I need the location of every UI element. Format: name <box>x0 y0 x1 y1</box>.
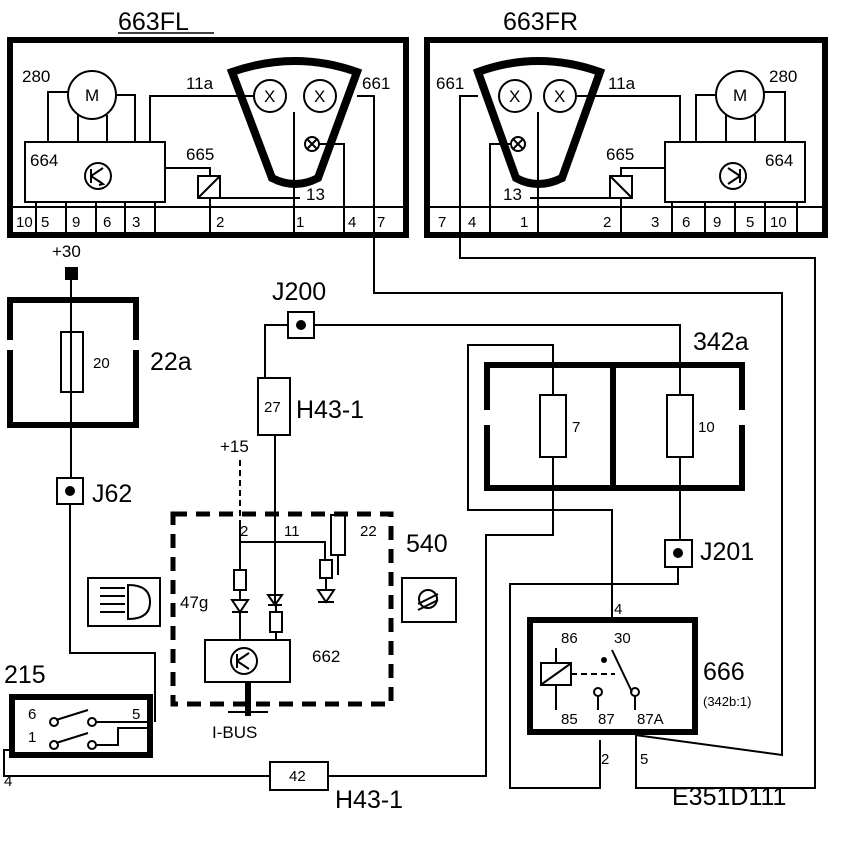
relay-666-pin-85: 85 <box>561 711 578 728</box>
transistor-icon-left <box>84 162 112 190</box>
diagram-code: E351D111 <box>672 783 786 811</box>
panel-pin-11: 11 <box>284 523 300 540</box>
pin-left-6: 6 <box>103 214 111 231</box>
relay-666: 4 86 30 85 87 87A 2 5 <box>527 601 698 768</box>
switch-215-label: 215 <box>4 661 46 689</box>
motor-label-left: M <box>85 86 99 105</box>
fuse-20-label: 20 <box>93 355 110 372</box>
pin-left-10: 10 <box>16 214 33 231</box>
connector-j62-label: J62 <box>92 480 132 508</box>
label-11a-left: 11a <box>186 74 214 93</box>
bulb-icon-right-1 <box>498 79 532 113</box>
relay-666-label: 666 <box>703 658 745 686</box>
panel-pin-2: 2 <box>240 523 248 540</box>
switch-215-pin-1: 1 <box>28 729 36 746</box>
bulb-icon-left-2 <box>303 79 337 113</box>
connector-h43-1-bottom-label: H43-1 <box>335 786 403 814</box>
fuse-7 <box>539 394 567 458</box>
fuse-7-label: 7 <box>572 419 580 436</box>
pin-right-2: 2 <box>603 214 611 231</box>
instrument-cluster: 2 11 22 47g 662 <box>170 511 394 716</box>
relay-666-pin-86: 86 <box>561 630 578 647</box>
fuse-10-label: 10 <box>698 419 715 436</box>
pin-left-1: 1 <box>296 214 304 231</box>
motor-label-right: M <box>733 86 747 105</box>
light-switch-540-label: 540 <box>406 530 448 558</box>
svg-text:X: X <box>314 87 325 106</box>
pin-right-10: 10 <box>770 214 787 231</box>
switch-215-pin-6: 6 <box>28 706 36 723</box>
pin-right-5: 5 <box>746 214 754 231</box>
plus30-label: +30 <box>52 242 81 261</box>
pin-right-9: 9 <box>713 214 721 231</box>
switch-215-pin-5: 5 <box>132 706 140 723</box>
svg-text:X: X <box>264 87 275 106</box>
relay-666-pin-87a: 87A <box>637 711 664 728</box>
pin-right-1: 1 <box>520 214 528 231</box>
fuse-box-22a: 20 <box>7 297 139 428</box>
label-664-left: 664 <box>30 151 58 170</box>
transistor-icon-cluster <box>230 647 258 675</box>
module-663fr-title: 663FR <box>503 8 578 36</box>
panel-label-662: 662 <box>312 647 340 666</box>
label-665-left: 665 <box>186 145 214 164</box>
relay-666-pin-5: 5 <box>640 751 648 768</box>
pin-right-6: 6 <box>682 214 690 231</box>
connector-h43-1-bottom-pin: 42 <box>289 768 306 785</box>
fuse-box-22a-label: 22a <box>150 348 192 376</box>
headlamp-module-right: 280 M 664 7 4 1 2 3 6 9 5 10 665 <box>424 37 828 238</box>
headlight-indicator-icon <box>87 577 161 627</box>
label-13-left: 13 <box>306 185 325 204</box>
label-661-right: 661 <box>436 74 464 93</box>
pin-right-3: 3 <box>651 214 659 231</box>
relay-box-342a: 7 10 <box>484 362 745 491</box>
connector-h43-1-top-label: H43-1 <box>296 396 364 424</box>
pin-left-3: 3 <box>132 214 140 231</box>
reflector-bowl-left <box>226 57 363 188</box>
relay-666-pin-4: 4 <box>614 601 622 618</box>
light-switch-540-icon <box>401 577 457 623</box>
plus15-label: +15 <box>220 437 249 456</box>
plus30-terminal <box>65 267 78 280</box>
pin-left-4: 4 <box>348 214 356 231</box>
transistor-icon-right <box>719 162 747 190</box>
switch-215: 6 5 1 4 <box>4 694 153 790</box>
svg-text:X: X <box>509 87 520 106</box>
label-664-right: 664 <box>765 151 793 170</box>
pin-left-9: 9 <box>72 214 80 231</box>
label-13-right: 13 <box>503 185 522 204</box>
label-665-right: 665 <box>606 145 634 164</box>
connector-j201-label: J201 <box>700 538 754 566</box>
reflector-bowl-right <box>472 57 606 188</box>
label-280-left: 280 <box>22 67 50 86</box>
panel-pin-22: 22 <box>360 523 377 540</box>
pin-right-4: 4 <box>468 214 476 231</box>
pin-left-2: 2 <box>216 214 224 231</box>
label-661-left: 661 <box>362 74 390 93</box>
label-11a-right: 11a <box>608 74 636 93</box>
relay-box-342a-label: 342a <box>693 328 749 356</box>
connector-j200-label: J200 <box>272 278 326 306</box>
connector-h43-1-top-pin: 27 <box>264 399 281 416</box>
pin-left-5: 5 <box>41 214 49 231</box>
switch-215-pin-4: 4 <box>4 773 12 790</box>
svg-text:X: X <box>554 87 565 106</box>
relay-666-ref: (342b:1) <box>703 694 751 709</box>
pin-left-7: 7 <box>377 214 385 231</box>
headlamp-module-left: 280 M 664 10 5 9 6 3 2 1 4 7 665 <box>7 37 409 238</box>
relay-666-pin-2: 2 <box>601 751 609 768</box>
module-663fl-title: 663FL <box>118 8 189 36</box>
label-280-right: 280 <box>769 67 797 86</box>
relay-666-pin-87: 87 <box>598 711 615 728</box>
relay-666-pin-30: 30 <box>614 630 631 647</box>
cluster-processor <box>204 639 291 683</box>
fuse-10 <box>666 394 694 458</box>
pin-right-7: 7 <box>438 214 446 231</box>
panel-label-47g: 47g <box>180 593 208 612</box>
ibus-label: I-BUS <box>212 723 257 742</box>
